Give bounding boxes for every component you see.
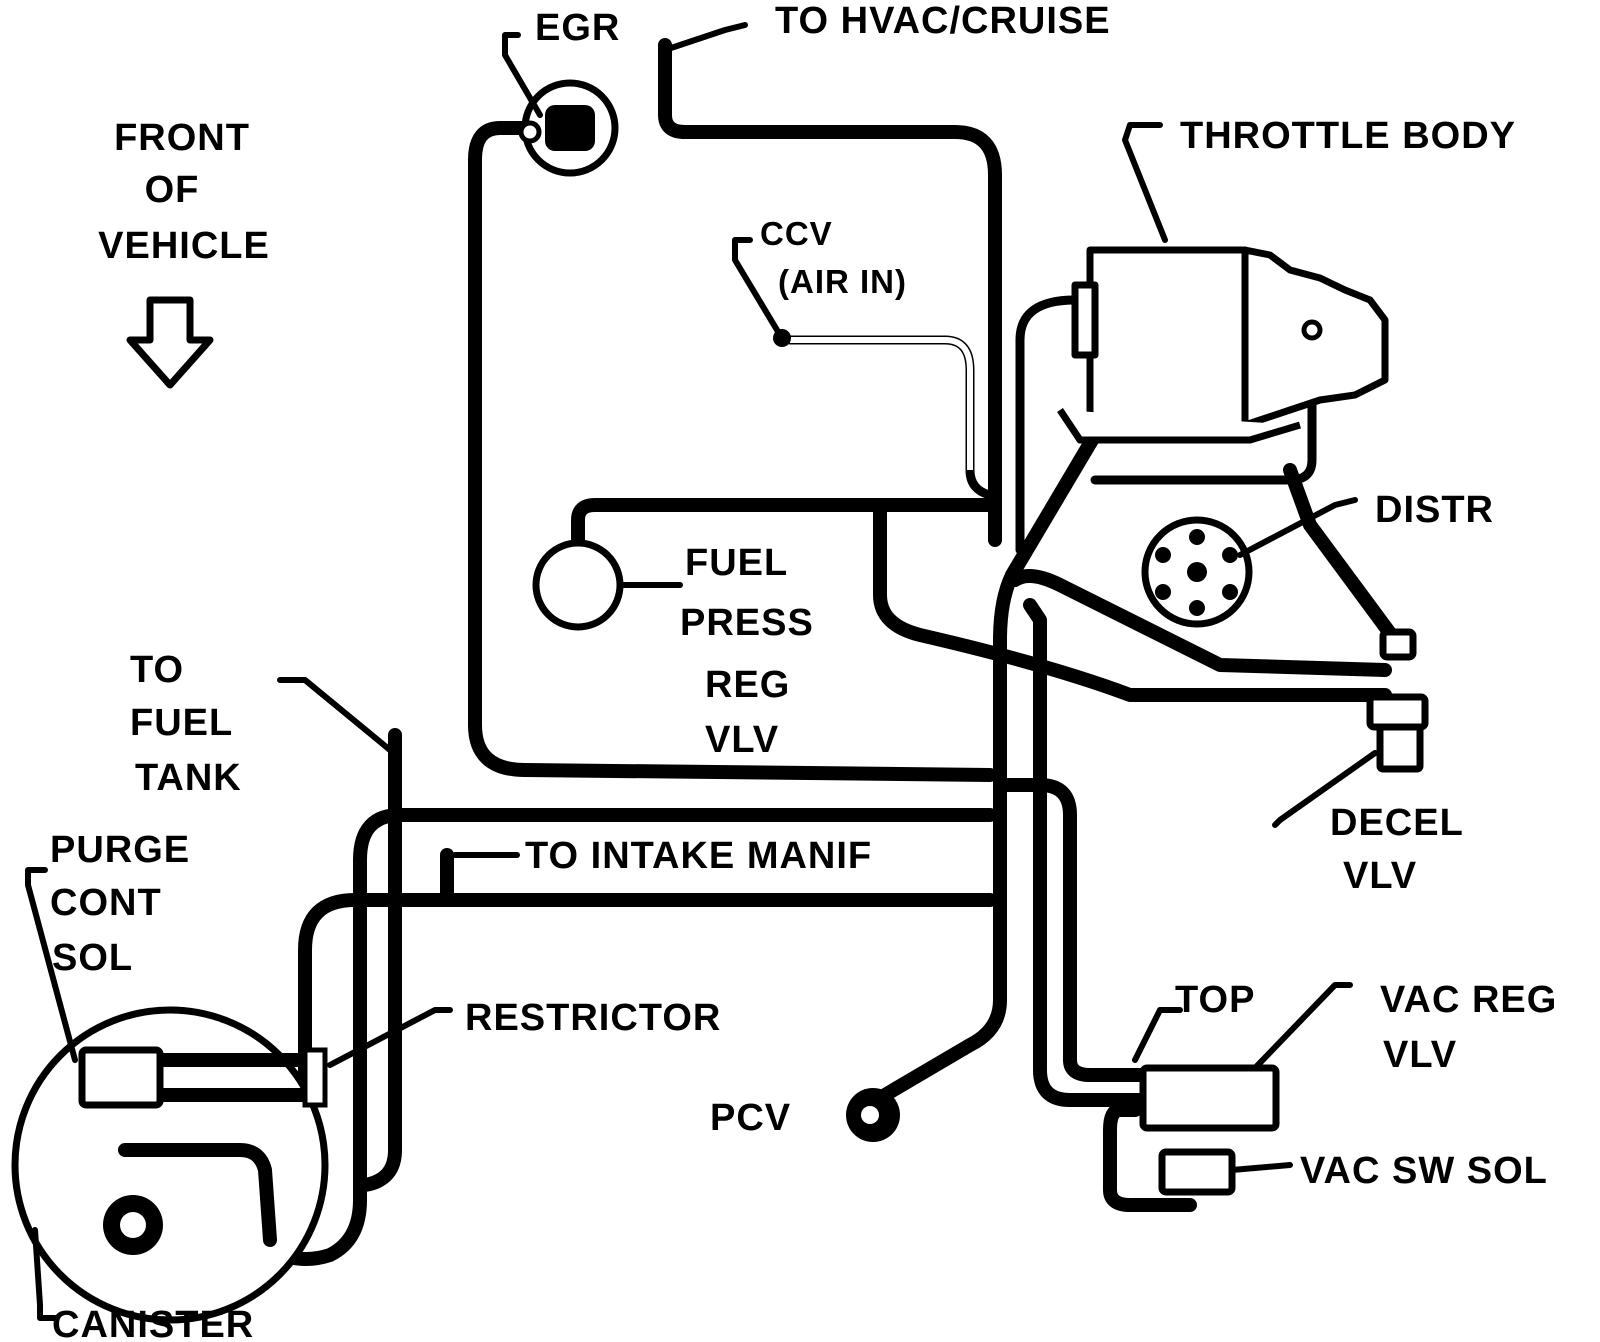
- distr-decel-hose: [1283, 463, 1402, 647]
- fuel-tank-leader: [277, 677, 393, 753]
- ccv-label-line-1: CCV: [760, 215, 833, 252]
- canister: [11, 1006, 329, 1324]
- vac-sw-sol-label: VAC SW SOL: [1300, 1150, 1548, 1192]
- pcv-label: PCV: [710, 1097, 791, 1139]
- leader-lines: [25, 22, 1378, 1321]
- front-of-vehicle-line-1: FRONT: [114, 117, 250, 159]
- labels: EGR TO HVAC/CRUISE FRONT OF VEHICLE THRO…: [50, 0, 1557, 1342]
- distributor: [1141, 516, 1253, 628]
- fuel-press-reg-valve: [532, 539, 624, 631]
- decel-leader: [1272, 750, 1378, 828]
- purge-leader: [25, 867, 78, 1063]
- vac-sw-sol-leader: [1229, 1162, 1293, 1173]
- to-hvac-cruise-label: TO HVAC/CRUISE: [775, 0, 1111, 42]
- decel-vlv-line-1: DECEL: [1330, 802, 1464, 844]
- fuel-press-reg-line-4: VLV: [705, 719, 779, 761]
- throttle-body-leader: [1122, 122, 1168, 243]
- vac-sw-sol: [1158, 1148, 1236, 1196]
- purge-cont-sol-line-3: SOL: [52, 937, 133, 979]
- throttle-right-hose: [1090, 325, 1317, 485]
- egr-leader: [502, 32, 543, 118]
- fuel-tank-hose: [358, 728, 402, 1192]
- top-leader: [1132, 1007, 1183, 1063]
- intake-manif-upper-hose: [233, 808, 997, 1266]
- decel-valve: [1366, 628, 1429, 773]
- to-fuel-tank-line-3: TANK: [135, 757, 242, 799]
- restrictor-label: RESTRICTOR: [465, 997, 721, 1039]
- to-intake-manif-label: TO INTAKE MANIF: [525, 835, 872, 877]
- fuel-press-reg-hose: [571, 498, 1002, 547]
- distr-label: DISTR: [1375, 489, 1494, 531]
- vac-sw-sol-hose: [1103, 1103, 1197, 1212]
- ccv-leader: [732, 237, 783, 338]
- pcv-valve: [846, 1088, 900, 1142]
- purge-cont-sol-line-2: CONT: [50, 882, 162, 924]
- ccv-hose: [785, 335, 995, 500]
- throttle-loop-hose: [1015, 295, 1080, 555]
- distr-leader: [1237, 497, 1358, 558]
- vac-reg-vlv-line-2: VLV: [1383, 1034, 1457, 1076]
- fuel-press-reg-line-2: PRESS: [680, 602, 814, 644]
- hvac-leader: [662, 22, 748, 53]
- front-of-vehicle-line-3: VEHICLE: [98, 225, 270, 267]
- vac-reg-trunk-hose: [1023, 598, 1147, 1107]
- restrictor-leader: [327, 1007, 453, 1068]
- hvac-cruise-hose: [658, 38, 1002, 547]
- front-of-vehicle-line-2: OF: [145, 169, 200, 211]
- down-arrow-icon: [126, 296, 214, 389]
- intake-manif-lower-hose: [298, 893, 997, 1207]
- decel-hose: [1008, 569, 1392, 677]
- vacuum-hoses: [118, 38, 1402, 1266]
- throttle-body-label: THROTTLE BODY: [1180, 115, 1516, 157]
- egr-label: EGR: [535, 7, 620, 49]
- canister-leader: [32, 1227, 58, 1321]
- vac-reg-valve: [1139, 1064, 1280, 1132]
- pcv-trunk-hose: [878, 428, 1102, 1102]
- fuel-press-reg-line-3: REG: [705, 664, 790, 706]
- to-fuel-tank-line-2: FUEL: [130, 702, 233, 744]
- throttle-body: [1057, 246, 1389, 444]
- purge-cont-sol: [78, 1046, 164, 1109]
- restrictor: [302, 1047, 328, 1108]
- fuel-press-reg-branch: [873, 498, 1392, 702]
- vac-reg-vlv-line-1: VAC REG: [1380, 979, 1557, 1021]
- ccv-hose-inner: [790, 337, 973, 470]
- egr-loop-hose: [468, 121, 997, 782]
- ccv-label-line-2: (AIR IN): [778, 263, 907, 300]
- canister-label: CANISTER: [52, 1304, 254, 1342]
- vac-reg-side-hose: [993, 778, 1147, 1082]
- fuel-press-reg-line-1: FUEL: [685, 542, 788, 584]
- to-fuel-tank-line-1: TO: [130, 649, 184, 691]
- egr-valve: [518, 79, 619, 177]
- top-label: TOP: [1175, 979, 1255, 1021]
- vac-reg-leader: [1252, 982, 1353, 1071]
- decel-vlv-line-2: VLV: [1343, 855, 1417, 897]
- purge-cont-sol-line-1: PURGE: [50, 829, 190, 871]
- ccv-fitting: [773, 329, 791, 347]
